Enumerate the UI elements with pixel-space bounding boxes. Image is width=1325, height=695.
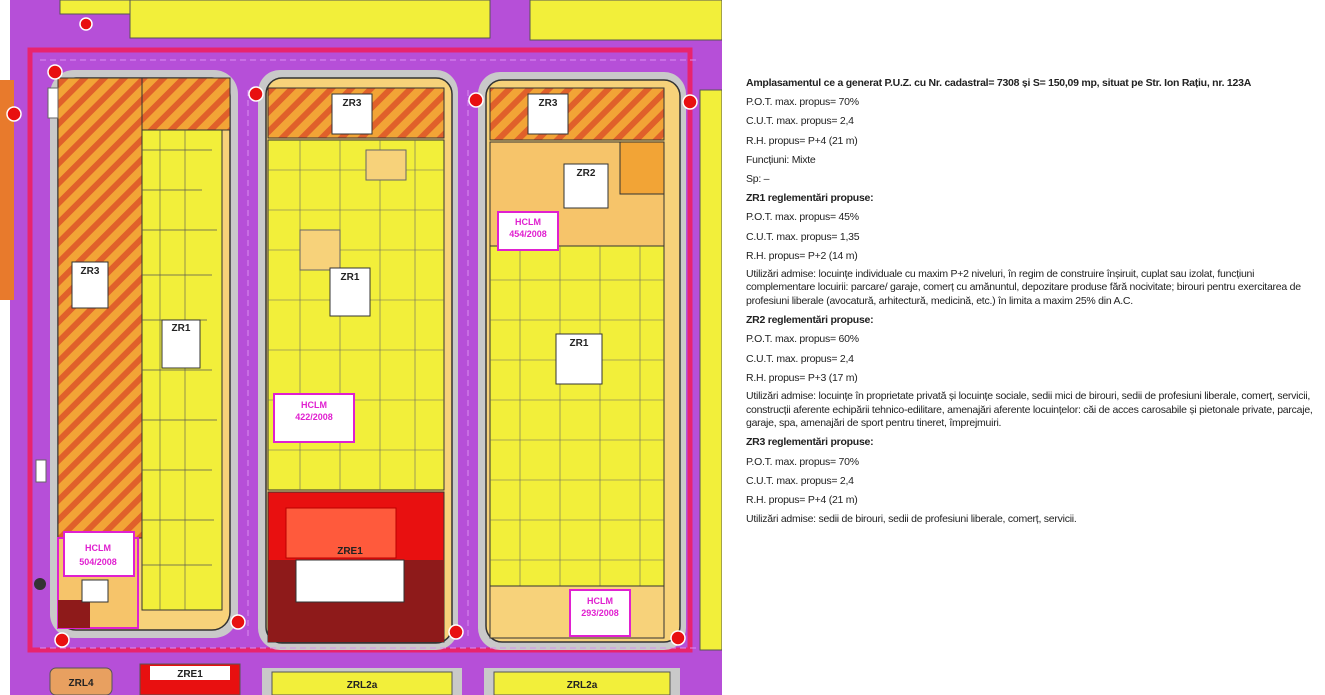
- zr1-cut: C.U.T. max. propus= 1,35: [746, 230, 860, 243]
- zr3-heading: ZR3 reglementări propuse:: [746, 436, 874, 449]
- site-title: Amplasamentul ce a generat P.U.Z. cu Nr.…: [746, 77, 1252, 89]
- zr2-cut: C.U.T. max. propus= 2,4: [746, 352, 854, 365]
- zone-label-zre1: ZRE1: [337, 546, 363, 557]
- regulations-text: Amplasamentul ce a generat P.U.Z. cu Nr.…: [746, 76, 1316, 531]
- right-edge-parcels: [699, 89, 722, 651]
- left-block: HCLM 504/2008 ZR3 ZR1: [57, 77, 231, 631]
- hclm-504-box: [63, 531, 135, 577]
- top-right-parcels: [529, 0, 722, 41]
- right-block: ZR3 ZR2 HCLM 454/2008 ZR1 HCLM 293/2008: [485, 79, 681, 643]
- zr1-heading: ZR1 reglementări propuse:: [746, 192, 874, 205]
- hclm-422-label: HCLM: [301, 400, 327, 410]
- hclm-293-number: 293/2008: [581, 608, 619, 618]
- zr2-rh: R.H. propus= P+3 (17 m): [746, 371, 858, 384]
- zone-label-zrl4: ZRL4: [69, 678, 94, 689]
- zone-label-zr1-left: ZR1: [172, 323, 191, 334]
- site-pot: P.O.T. max. propus= 70%: [746, 96, 859, 109]
- zr1-uses: Utilizări admise: locuințe individuale c…: [746, 267, 1301, 308]
- zr3-pot: P.O.T. max. propus= 70%: [746, 455, 859, 468]
- road-signs: [6, 17, 698, 648]
- site-sp: Sp: –: [746, 172, 770, 185]
- site-rh: R.H. propus= P+4 (21 m): [746, 134, 858, 147]
- zone-label-zr2: ZR2: [577, 168, 596, 179]
- zr3-cut: C.U.T. max. propus= 2,4: [746, 474, 854, 487]
- zone-label-zrl2a-1: ZRL2a: [347, 680, 378, 691]
- hclm-454-box: [497, 211, 559, 251]
- bottom-band: ZRL4 ZRE1 ZRL2a ZRL2a: [49, 663, 680, 695]
- zone-label-zre1-bottom: ZRE1: [177, 669, 203, 680]
- zr2-pot: P.O.T. max. propus= 60%: [746, 333, 859, 346]
- hclm-504-label: HCLM: [85, 543, 111, 553]
- hclm-504-number: 504/2008: [79, 557, 117, 567]
- zr1-pot: P.O.T. max. propus= 45%: [746, 211, 859, 224]
- hclm-454-number: 454/2008: [509, 229, 547, 239]
- zone-label-zr1-right: ZR1: [570, 338, 589, 349]
- zr1-rh: R.H. propus= P+2 (14 m): [746, 249, 858, 262]
- middle-block: ZRE1 ZR3 ZR1 HCLM 422/2008: [265, 77, 453, 644]
- hclm-293-box: [569, 589, 631, 637]
- zone-label-zr3-middle: ZR3: [343, 98, 362, 109]
- zone-label-zr3-left: ZR3: [81, 266, 100, 277]
- zr2-heading: ZR2 reglementări propuse:: [746, 314, 874, 327]
- site-functions: Funcțiuni: Mixte: [746, 153, 816, 166]
- hclm-422-number: 422/2008: [295, 412, 333, 422]
- zr3-uses: Utilizări admise: sedii de birouri, sedi…: [746, 513, 1077, 526]
- hclm-422-box: [273, 393, 355, 443]
- zr3-rh: R.H. propus= P+4 (21 m): [746, 493, 858, 506]
- hclm-293-label: HCLM: [587, 596, 613, 606]
- zone-label-zrl2a-2: ZRL2a: [567, 680, 598, 691]
- zone-label-zr1-middle: ZR1: [341, 272, 360, 283]
- zoning-map-svg: HCLM 504/2008 ZR3 ZR1 ZRE1 ZR3 ZR1 HCLM …: [0, 0, 722, 695]
- site-cut: C.U.T. max. propus= 2,4: [746, 115, 854, 128]
- hclm-454-label: HCLM: [515, 217, 541, 227]
- zone-label-zr3-right: ZR3: [539, 98, 558, 109]
- zr2-uses: Utilizări admise: locuințe în proprietat…: [746, 390, 1313, 430]
- zoning-map[interactable]: HCLM 504/2008 ZR3 ZR1 ZRE1 ZR3 ZR1 HCLM …: [0, 0, 722, 695]
- top-parcels: [129, 0, 491, 39]
